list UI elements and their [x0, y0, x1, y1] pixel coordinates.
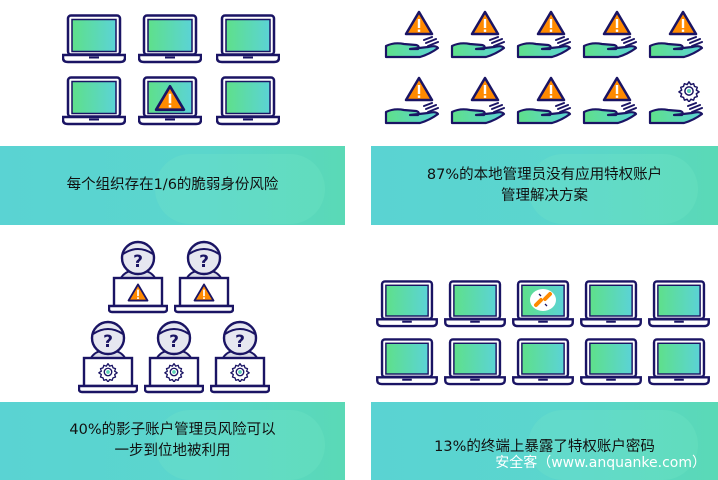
warning-icon — [404, 76, 434, 102]
laptop-icon — [216, 14, 280, 64]
stat-text: 每个组织存在1/6的脆弱身份风险 — [66, 177, 279, 193]
hands-illustration — [384, 10, 704, 125]
hand-icon — [582, 102, 638, 125]
hooded-admin-icon — [108, 240, 168, 314]
laptop-icon — [216, 76, 280, 126]
hand-icon — [648, 36, 704, 59]
hand-icon — [384, 102, 440, 125]
hand-icon — [450, 102, 506, 125]
laptop-icon — [376, 280, 438, 328]
hand-icon — [516, 102, 572, 125]
watermark: 安全客（www.anquanke.com） — [495, 455, 706, 471]
exposed-passwords-illustration — [376, 280, 710, 386]
laptop-icon — [580, 338, 642, 386]
warning-icon — [602, 76, 632, 102]
warning-icon — [536, 10, 566, 36]
broken-link-icon — [530, 289, 556, 311]
warning-icon — [536, 76, 566, 102]
warning-icon — [602, 10, 632, 36]
hand-icon — [384, 36, 440, 59]
laptop-icon — [648, 280, 710, 328]
shadow-admins-illustration — [78, 240, 270, 394]
hand-icon — [450, 36, 506, 59]
laptop-icon — [444, 280, 506, 328]
laptop-icon — [580, 280, 642, 328]
stat-banner-3: 40%的影子账户管理员风险可以 一步到位地被利用 — [0, 402, 345, 480]
hand-icon — [582, 36, 638, 59]
hand-icon — [648, 102, 704, 125]
warning-icon — [470, 10, 500, 36]
stat-text: 13%的终端上暴露了特权账户密码 — [434, 438, 655, 455]
stat-text-line-2: 一步到位地被利用 — [114, 443, 231, 459]
laptop-icon — [512, 338, 574, 386]
laptop-icon — [444, 338, 506, 386]
stat-banner-2: 87%的本地管理员没有应用特权账户 管理解决方案 — [371, 146, 718, 225]
hand-icon — [516, 36, 572, 59]
stat-text-line-1: 40%的影子账户管理员风险可以 — [69, 422, 276, 438]
stat-text-line-1: 87%的本地管理员没有应用特权账户 — [426, 166, 663, 183]
stat-banner-1: 每个组织存在1/6的脆弱身份风险 — [0, 146, 345, 225]
laptop-icon — [376, 338, 438, 386]
stat-text-line-2: 管理解决方案 — [501, 187, 588, 204]
laptop-icon — [62, 14, 126, 64]
laptop-icon — [138, 14, 202, 64]
laptop-icon — [62, 76, 126, 126]
warning-icon — [668, 10, 698, 36]
hooded-admin-icon — [174, 240, 234, 314]
laptop-icon — [648, 338, 710, 386]
vulnerable-laptops-illustration — [62, 14, 280, 126]
gear-icon — [678, 81, 700, 102]
stat-banner-4: 13%的终端上暴露了特权账户密码 — [371, 402, 718, 480]
warning-icon — [470, 76, 500, 102]
warning-icon — [404, 10, 434, 36]
